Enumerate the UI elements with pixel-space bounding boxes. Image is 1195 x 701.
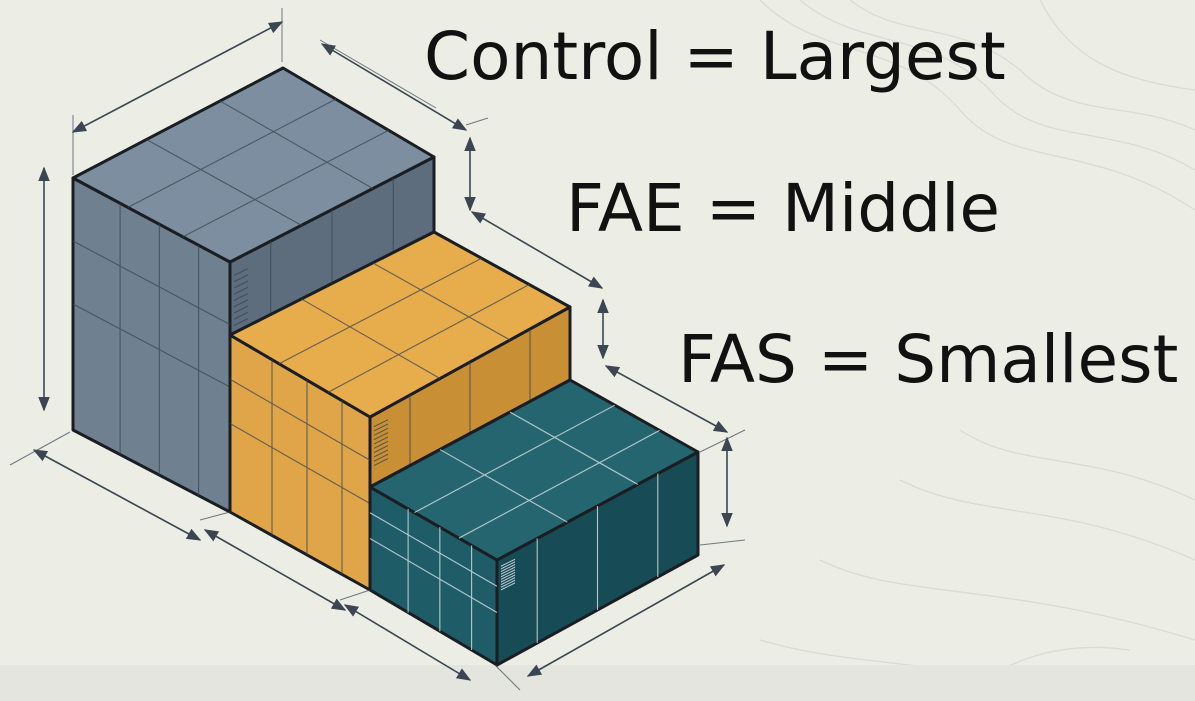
extension-lines — [9, 8, 746, 691]
control-box-hatch-line — [233, 305, 249, 314]
fas-box-front-hline — [369, 538, 498, 613]
control-box-hatch-line — [233, 268, 249, 276]
fas-box-hatch-line — [500, 564, 516, 572]
fae-box-hatch-line — [373, 453, 389, 462]
fas-box-hatch-line — [500, 579, 516, 588]
fae-box-hatch-line — [373, 423, 389, 432]
dimension-line — [343, 604, 472, 681]
control-box-front-hline — [72, 240, 231, 325]
fas-box-top-line — [509, 411, 638, 485]
fas-box-hatch-line — [500, 582, 516, 591]
label-fas-smallest: FAS = Smallest — [678, 321, 1179, 398]
fae-box-hatch-line — [373, 449, 389, 458]
fas-box-guides — [369, 404, 660, 650]
fae-box-top-line — [372, 262, 511, 341]
extension-line — [699, 539, 746, 546]
control-box-top-line — [146, 139, 302, 226]
dimension-line — [203, 529, 347, 611]
fae-box-hatch-line — [373, 458, 389, 467]
dimension-lines — [32, 21, 733, 681]
fas-box-hatch-line — [500, 566, 516, 575]
extension-line — [319, 39, 437, 109]
control-box-hatch-line — [233, 311, 249, 320]
label-fae-middle: FAE = Middle — [566, 170, 1001, 247]
fae-box-front-hline — [229, 378, 371, 461]
fae-box-hatch-line — [373, 445, 389, 454]
extension-line — [699, 429, 746, 453]
dimension-line — [470, 211, 604, 289]
control-box-hatch-line — [233, 280, 249, 289]
fae-box-top-cross — [327, 284, 530, 393]
extension-line — [339, 589, 371, 601]
control-box-top-cross — [182, 129, 389, 238]
fae-box-top-line — [301, 298, 441, 379]
control-box-hatch-line — [233, 274, 249, 283]
fas-box-hatch-line — [500, 577, 516, 586]
dimension-line — [71, 21, 284, 133]
extension-line — [494, 664, 521, 691]
control-box-hatch-line — [233, 318, 249, 326]
fae-box-hatch — [373, 419, 389, 467]
fae-box-hatch-line — [373, 436, 389, 445]
fas-box-hatch-line — [500, 571, 516, 580]
fae-box-hatch-line — [373, 440, 389, 449]
fae-box-hatch-line — [373, 432, 389, 441]
fas-box-hatch-line — [500, 569, 516, 578]
dimension-line — [32, 449, 202, 541]
fas-box-hatch — [500, 558, 516, 591]
dimension-line — [320, 43, 468, 131]
fas-box-hatch-line — [500, 574, 516, 583]
fae-box-top-cross — [278, 257, 482, 365]
fas-box-front-hline — [369, 512, 498, 587]
extension-line — [465, 117, 489, 126]
fas-box-hatch-line — [500, 561, 516, 570]
fas-box-hatch-line — [500, 558, 516, 567]
dimension-line — [604, 365, 729, 433]
extension-line — [9, 431, 71, 466]
bottom-band — [0, 665, 1195, 701]
fae-box-guides — [229, 257, 531, 575]
control-box-front-hline — [72, 303, 231, 388]
fae-box-hatch-line — [373, 419, 389, 428]
control-box-top-cross — [127, 98, 337, 208]
fas-box-top-cross — [458, 429, 660, 539]
dimension-line — [526, 564, 726, 677]
fae-box-front-hline — [229, 423, 371, 504]
label-control-largest: Control = Largest — [424, 18, 1006, 95]
control-box-hatch — [233, 268, 249, 333]
control-box-hatch-line — [233, 293, 249, 301]
control-box-hatch-line — [233, 286, 249, 295]
background-contours — [759, 0, 1195, 701]
fae-box-hatch-line — [373, 427, 389, 436]
extension-line — [199, 511, 231, 521]
control-box-hatch-line — [233, 299, 249, 308]
fas-box-top-line — [439, 449, 568, 523]
fas-box-top-cross — [414, 404, 616, 514]
control-box — [71, 66, 436, 514]
